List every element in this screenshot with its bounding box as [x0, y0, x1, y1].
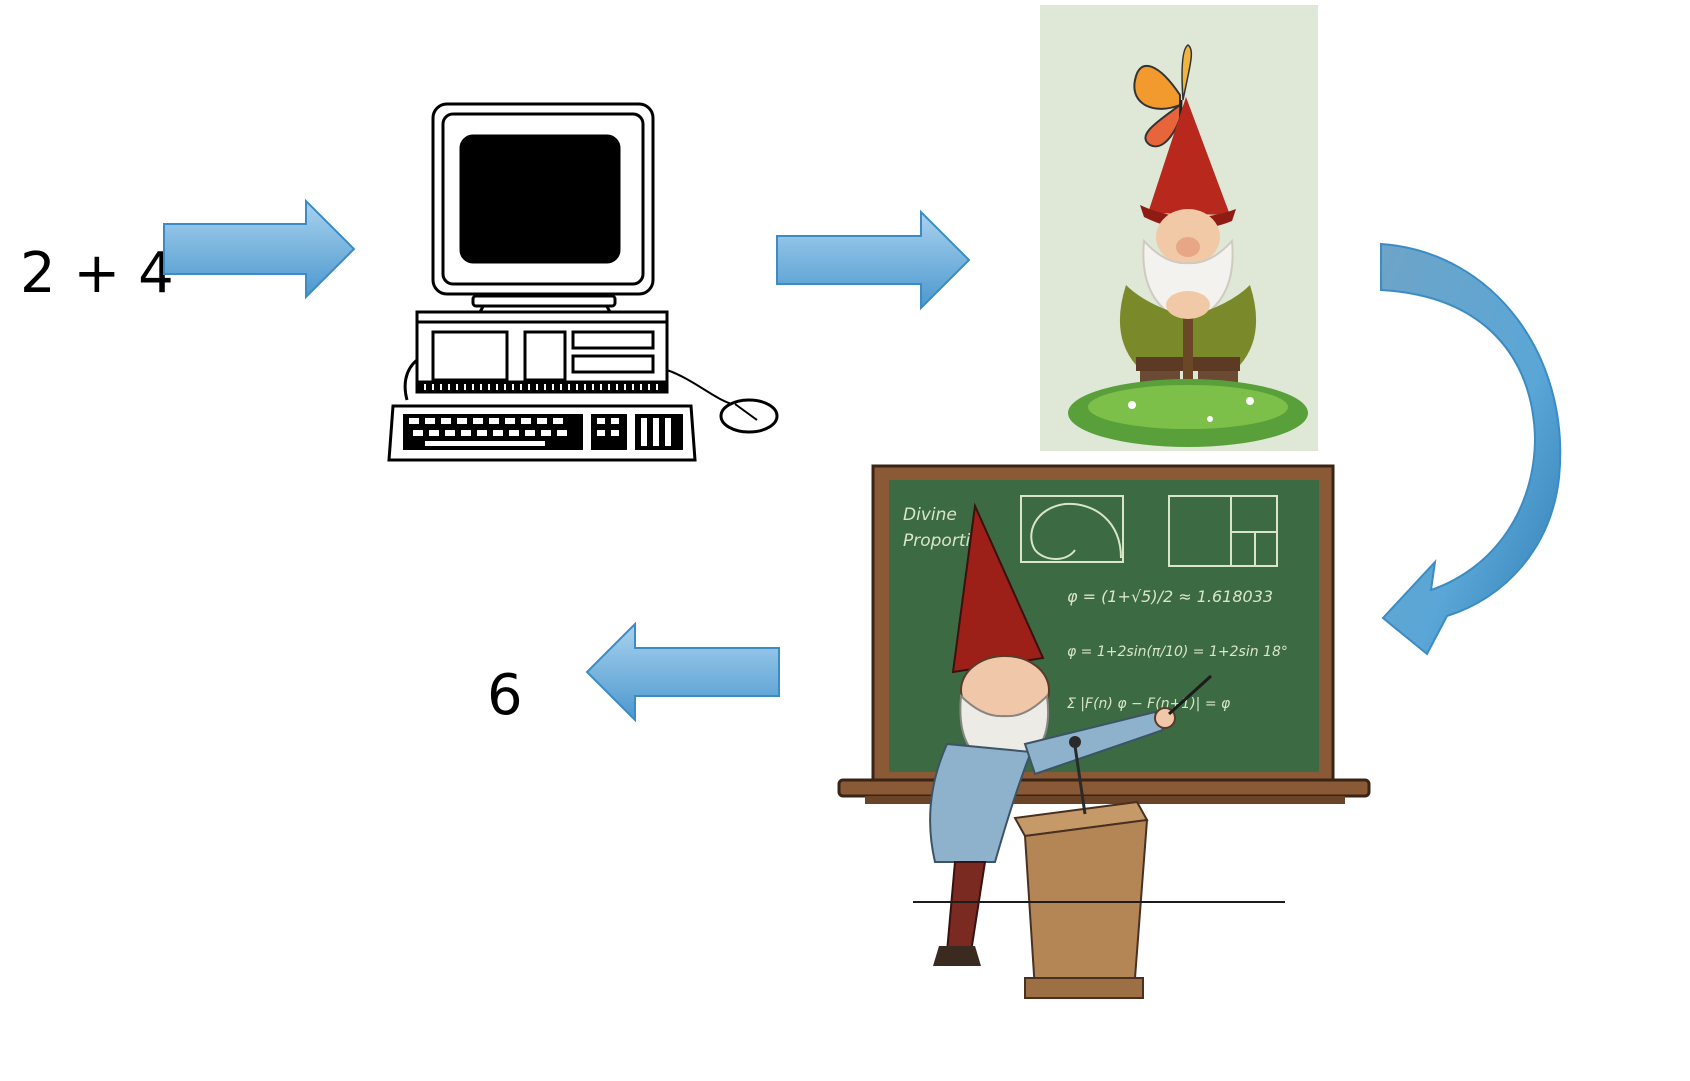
computer-icon [387, 102, 779, 462]
right-arrow-icon [776, 209, 971, 311]
curved-arrow-icon [1380, 242, 1562, 656]
board-heading-1: Divine [903, 505, 957, 525]
input-expression: 2 + 4 [20, 241, 174, 306]
output-value: 6 [487, 663, 523, 728]
board-formula-3: Σ |F(n) φ − F(n+1)| = φ [1067, 696, 1231, 712]
garden-gnome-icon [1040, 5, 1318, 451]
left-arrow-icon [585, 621, 780, 723]
board-formula-1: φ = (1+√5)/2 ≈ 1.618033 [1067, 587, 1273, 606]
teacher-gnome-icon: Divine Proportion φ = (1+√5)/2 ≈ 1.61803… [837, 464, 1371, 999]
board-formula-2: φ = 1+2sin(π/10) = 1+2sin 18° [1067, 644, 1288, 660]
right-arrow-icon [163, 198, 356, 300]
